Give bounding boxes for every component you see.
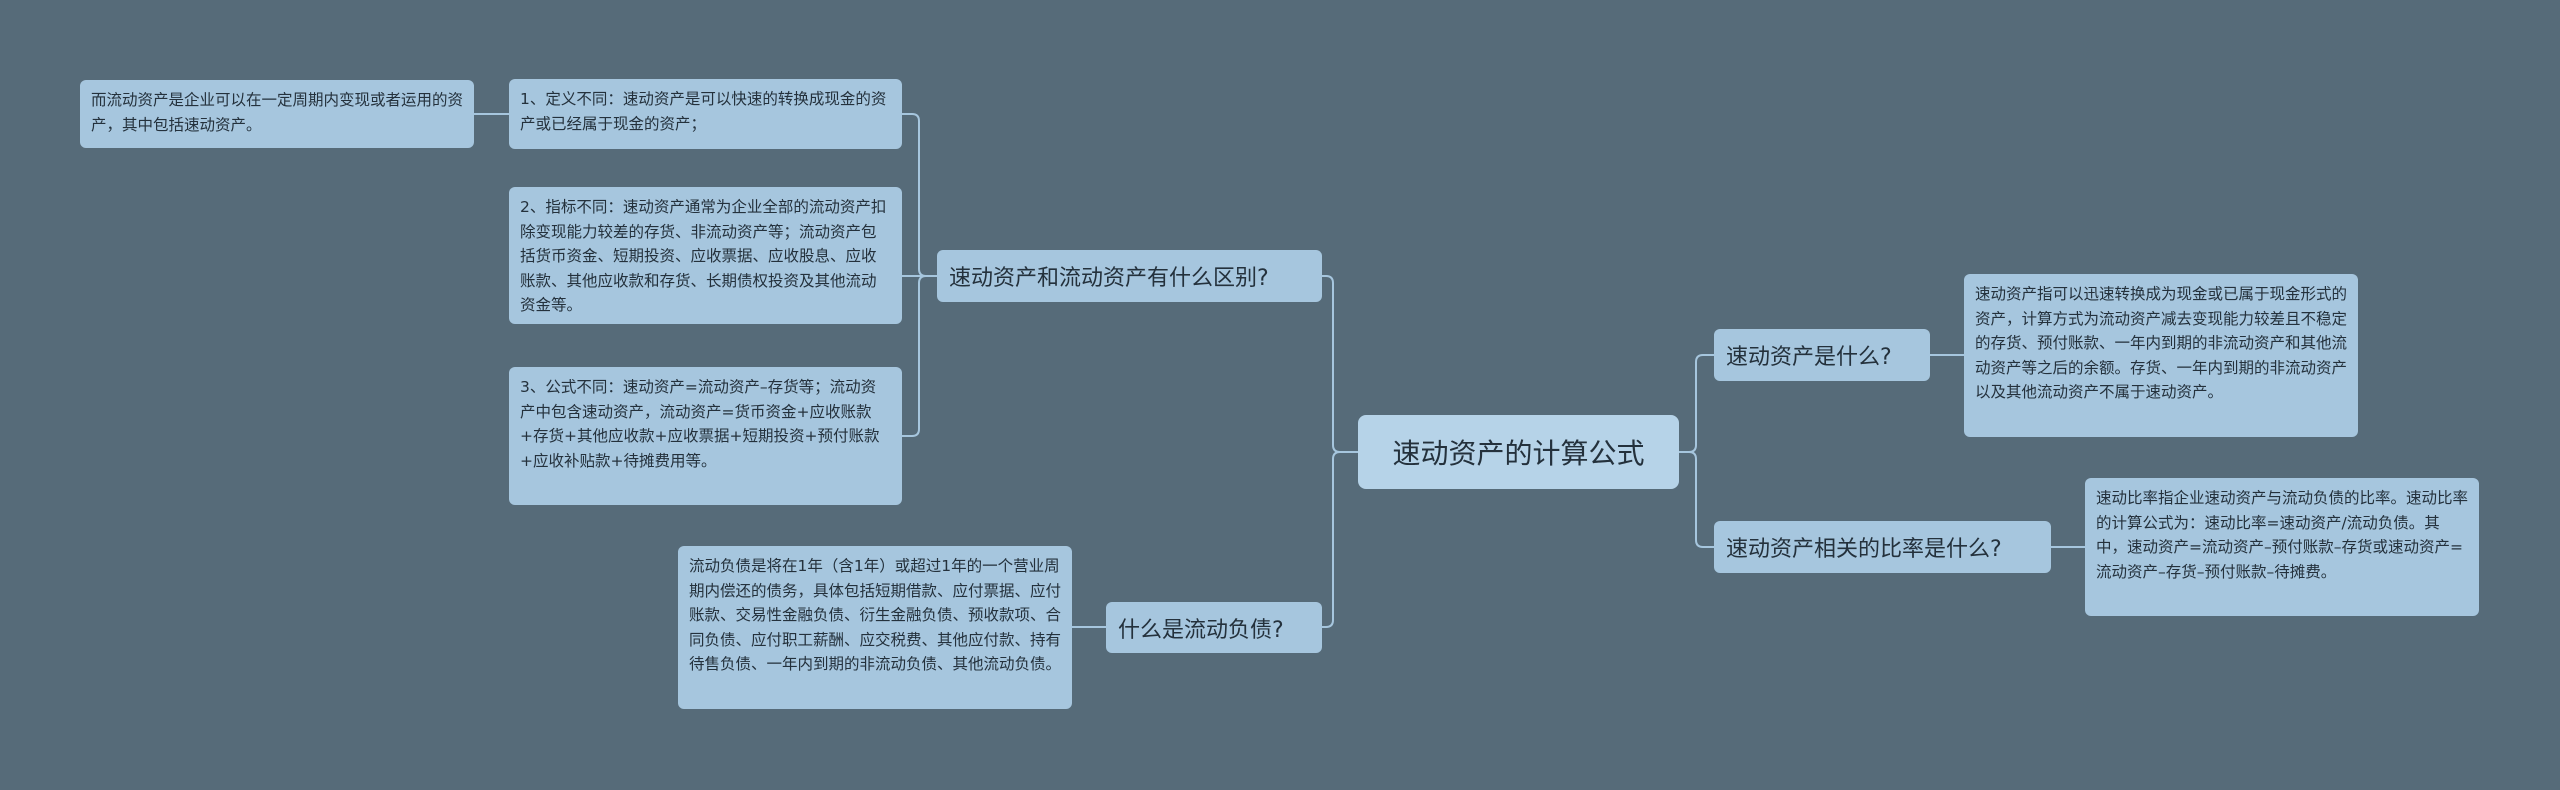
ratio-text-box[interactable]: 速动比率指企业速动资产与流动负债的比率。速动比率的计算公式为：速动比率=速动资产… <box>2085 478 2479 616</box>
connector-root-ratio <box>1679 451 1714 548</box>
what-text: 速动资产指可以迅速转换成为现金或已属于现金形式的资产，计算方式为流动资产减去变现… <box>1975 285 2348 401</box>
branch-ratio-label: 速动资产相关的比率是什么? <box>1726 537 2002 562</box>
root-title: 速动资产的计算公式 <box>1392 437 1645 470</box>
difference-item-2[interactable]: 2、指标不同：速动资产通常为企业全部的流动资产扣除变现能力较差的存货、非流动资产… <box>509 187 902 324</box>
liability-text-box[interactable]: 流动负债是将在1年（含1年）或超过1年的一个营业周期内偿还的债务，具体包括短期借… <box>678 546 1072 709</box>
difference-item-3[interactable]: 3、公式不同：速动资产=流动资产–存货等；流动资产中包含速动资产，流动资产=货币… <box>509 367 902 505</box>
difference-item-2-text: 2、指标不同：速动资产通常为企业全部的流动资产扣除变现能力较差的存货、非流动资产… <box>520 198 887 314</box>
root-topic[interactable]: 速动资产的计算公式 <box>1358 415 1679 489</box>
connector-root-liability <box>1322 451 1358 628</box>
ratio-text: 速动比率指企业速动资产与流动负债的比率。速动比率的计算公式为：速动比率=速动资产… <box>2096 489 2469 581</box>
connector-root-difference <box>1322 275 1358 453</box>
connector-root-what <box>1679 354 1714 453</box>
difference-detail-text: 而流动资产是企业可以在一定周期内变现或者运用的资产，其中包括速动资产。 <box>91 91 464 134</box>
branch-liability-label: 什么是流动负债? <box>1118 617 1284 643</box>
connector-difference-item1 <box>902 113 937 277</box>
liability-text: 流动负债是将在1年（含1年）或超过1年的一个营业周期内偿还的债务，具体包括短期借… <box>689 557 1062 673</box>
branch-what-label: 速动资产是什么? <box>1726 345 1892 370</box>
connector-difference-item3 <box>902 275 937 437</box>
branch-ratio[interactable]: 速动资产相关的比率是什么? <box>1714 521 2051 573</box>
difference-item-1[interactable]: 1、定义不同：速动资产是可以快速的转换成现金的资产或已经属于现金的资产； <box>509 79 902 149</box>
branch-what[interactable]: 速动资产是什么? <box>1714 329 1930 381</box>
branch-liability[interactable]: 什么是流动负债? <box>1106 602 1322 653</box>
difference-item-3-text: 3、公式不同：速动资产=流动资产–存货等；流动资产中包含速动资产，流动资产=货币… <box>520 378 880 470</box>
what-text-box[interactable]: 速动资产指可以迅速转换成为现金或已属于现金形式的资产，计算方式为流动资产减去变现… <box>1964 274 2358 437</box>
branch-difference[interactable]: 速动资产和流动资产有什么区别? <box>937 250 1322 302</box>
difference-item-1-text: 1、定义不同：速动资产是可以快速的转换成现金的资产或已经属于现金的资产； <box>520 90 887 133</box>
difference-detail[interactable]: 而流动资产是企业可以在一定周期内变现或者运用的资产，其中包括速动资产。 <box>80 80 474 148</box>
branch-difference-label: 速动资产和流动资产有什么区别? <box>949 266 1269 291</box>
